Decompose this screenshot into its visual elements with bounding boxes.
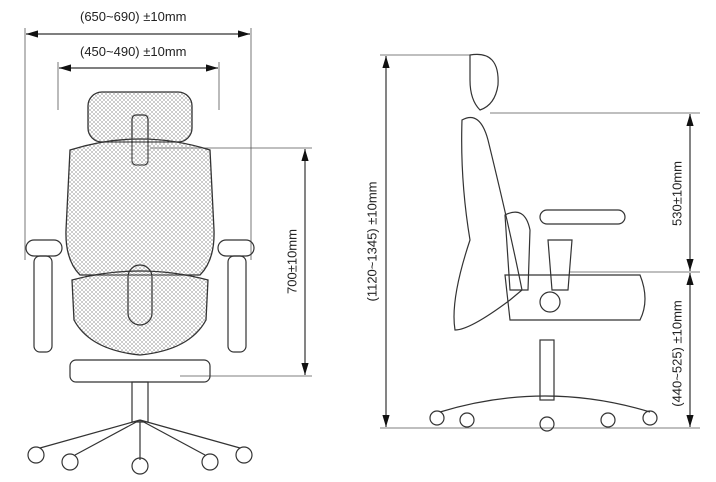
back-above-seat-label: 530±10mm (669, 161, 685, 226)
gas-lift-side (539, 339, 555, 401)
overall-width-label: (650~690) ±10mm (80, 9, 187, 24)
right-armrest (217, 239, 255, 257)
dimension-lines-side (380, 54, 700, 429)
backrest-side (453, 116, 523, 331)
gas-lift (131, 381, 149, 423)
star-base-side (439, 395, 651, 413)
lumbar-support (71, 270, 209, 356)
seat (69, 359, 211, 383)
star-base (39, 419, 241, 460)
overall-height-label: (1120~1345) ±10mm (364, 181, 380, 302)
left-armrest (25, 239, 63, 257)
headrest-side (469, 53, 499, 111)
backrest (65, 138, 215, 276)
armrest-side (539, 209, 626, 225)
headrest (87, 91, 193, 143)
seat-side (504, 274, 646, 321)
caster-wheels-side (429, 410, 658, 432)
seat-height-label: (440~525) ±10mm (669, 300, 685, 407)
seat-width-label: (450~490) ±10mm (80, 44, 187, 59)
chair-side-view (429, 53, 658, 432)
caster-wheels (27, 446, 253, 475)
backrest-height-label: 700±10mm (284, 229, 300, 294)
chair-front-view (25, 91, 255, 475)
